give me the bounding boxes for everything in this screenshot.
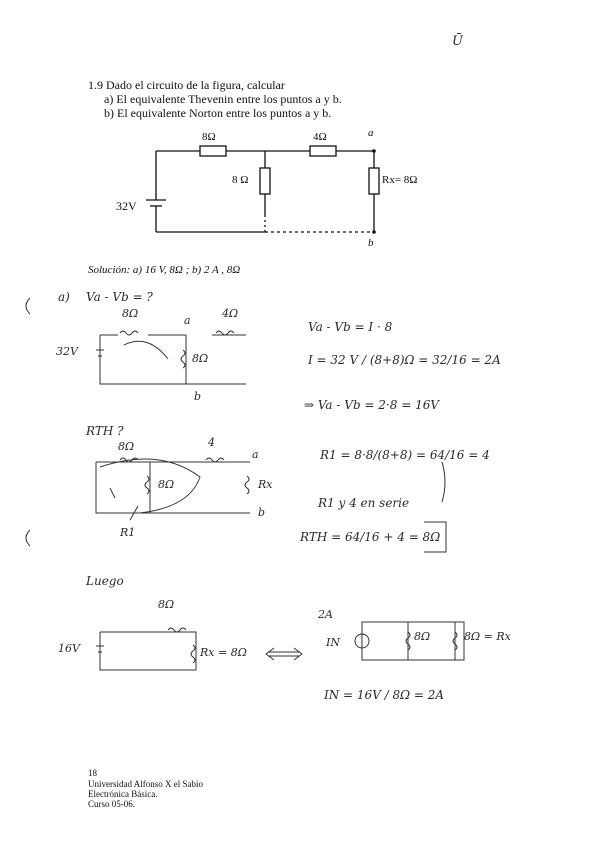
node-a-label: a (368, 127, 374, 139)
hw-c3-v: 16V (58, 642, 80, 655)
hw-c3-r: 8Ω (158, 598, 175, 611)
hw-eq2: I = 32 V / (8+8)Ω = 32/16 = 2A (308, 353, 501, 367)
solution-text: Solución: a) 16 V, 8Ω ; b) 2 A , 8Ω (88, 264, 241, 276)
hw-eq5: R1 y 4 en serie (318, 496, 410, 510)
resistor-rx-label: Rx= 8Ω (382, 174, 418, 186)
hw-c1-b: b (194, 390, 202, 403)
hw-c1-v: 32V (56, 345, 78, 358)
hw-c2-r3: 8Ω (158, 478, 175, 491)
hw-c1-r3: 8Ω (192, 352, 209, 365)
problem-item-a: a) El equivalente Thevenin entre los pun… (104, 92, 342, 106)
hw-rth-label: RTH ? (86, 424, 124, 438)
footer-course: Electrónica Básica. (88, 789, 158, 799)
resistor-8-label: 8Ω (202, 131, 216, 143)
hw-c2-a: a (252, 448, 259, 461)
hw-vab-question: Va - Vb = ? (86, 290, 153, 304)
hw-c3-rx: Rx = 8Ω (200, 646, 247, 659)
hw-luego: Luego (86, 574, 124, 588)
hw-c1-a: a (184, 314, 191, 327)
footer-page: 18 (88, 768, 97, 778)
hw-c2-r1: 8Ω (118, 440, 135, 453)
hw-c4-r: 8Ω (414, 630, 431, 643)
hw-c4-rx: 8Ω = Rx (464, 630, 511, 643)
footer-university: Universidad Alfonso X el Sabio (88, 779, 203, 789)
resistor-middle-label: 8 Ω (232, 174, 249, 186)
hw-c1-r2: 4Ω (222, 307, 239, 320)
page-number: Ū (452, 34, 463, 49)
hw-eq6: RTH = 64/16 + 4 = 8Ω (300, 530, 441, 544)
hw-c2-rx: Rx (258, 478, 273, 491)
hw-part-a: a) (58, 290, 70, 304)
hw-c4-in: IN (326, 636, 340, 649)
source-label: 32V (116, 199, 137, 213)
hw-eq1: Va - Vb = I · 8 (308, 320, 393, 334)
hw-c1-r1: 8Ω (122, 307, 139, 320)
hw-c2-r1-label: R1 (120, 526, 136, 539)
hw-c4-i: 2A (318, 608, 333, 621)
footer-year: Curso 05-06. (88, 799, 135, 809)
problem-title: 1.9 Dado el circuito de la figura, calcu… (88, 78, 285, 92)
problem-item-b: b) El equivalente Norton entre los punto… (104, 106, 332, 120)
hw-eq3: ⇒ Va - Vb = 2·8 = 16V (304, 398, 440, 412)
hw-c2-r2: 4 (208, 436, 215, 449)
node-b-label: b (368, 237, 374, 249)
hw-eq4: R1 = 8·8/(8+8) = 64/16 = 4 (320, 448, 490, 462)
hw-eq7: IN = 16V / 8Ω = 2A (324, 688, 445, 702)
resistor-4-label: 4Ω (313, 131, 327, 143)
hw-c2-b: b (258, 506, 266, 519)
